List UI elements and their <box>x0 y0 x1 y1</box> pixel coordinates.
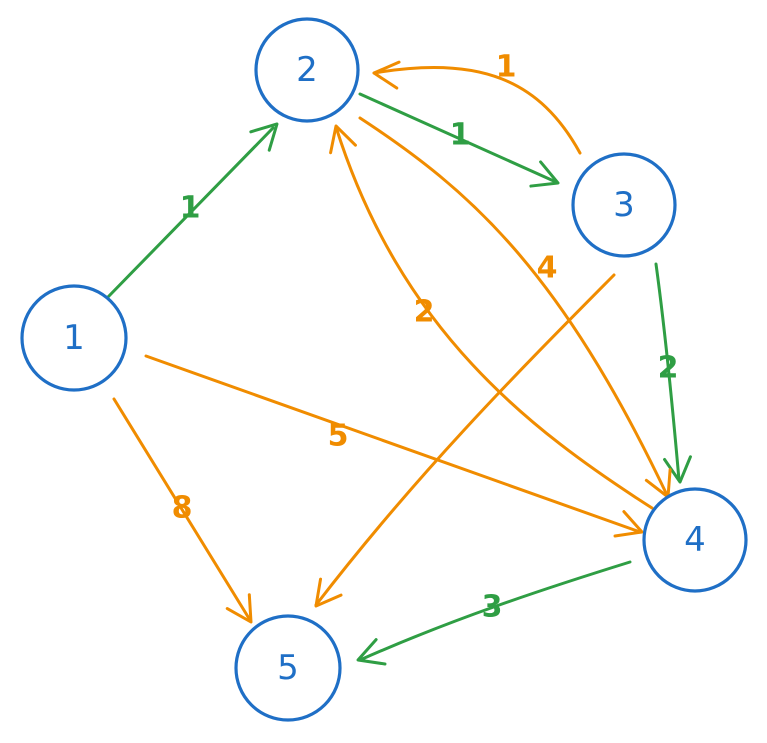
edge-weight-label: 5 <box>328 419 349 454</box>
arrowhead-icon <box>225 593 253 624</box>
arrowhead-icon <box>249 122 279 152</box>
node-circle <box>234 614 342 722</box>
edge-1-to-5 <box>112 397 253 624</box>
edge-weight-label: 1 <box>496 50 517 85</box>
node-label: 1 <box>63 318 85 358</box>
arrowhead-icon <box>314 577 343 608</box>
edge-weight-label: 2 <box>658 351 679 386</box>
edge-weight-label: 3 <box>482 590 503 625</box>
edge-line <box>654 262 681 482</box>
arrowhead-icon <box>356 638 387 666</box>
edge-1-to-2 <box>106 122 279 299</box>
arrowhead-icon <box>372 60 401 90</box>
edge-line <box>358 92 558 184</box>
node-5: 5 <box>234 614 342 722</box>
edge-line <box>358 560 632 662</box>
node-circle <box>571 152 677 258</box>
edge-3-to-5 <box>314 273 616 608</box>
node-2: 2 <box>254 17 360 123</box>
edge-line <box>106 126 275 299</box>
node-4: 4 <box>642 487 748 593</box>
edge-3-to-4 <box>654 262 692 484</box>
node-label: 4 <box>684 520 706 560</box>
arrowhead-icon <box>613 510 644 538</box>
edge-4-to-5 <box>356 560 632 666</box>
edges-layer <box>106 60 692 666</box>
nodes-layer: 1 2 3 4 5 <box>20 17 748 722</box>
edge-weight-label: 8 <box>172 491 193 526</box>
node-1: 1 <box>20 284 128 392</box>
edge-line <box>372 65 582 155</box>
node-label: 3 <box>613 185 635 225</box>
node-label: 5 <box>277 648 299 688</box>
edge-weight-label: 2 <box>414 295 435 330</box>
edge-line <box>112 397 252 622</box>
node-circle <box>20 284 128 392</box>
edge-2-to-3 <box>358 92 560 188</box>
edge-line <box>358 116 669 497</box>
edge-line <box>334 125 654 510</box>
node-circle <box>254 17 360 123</box>
node-circle <box>642 487 748 593</box>
arrowhead-icon <box>663 455 692 484</box>
node-label: 2 <box>296 50 318 90</box>
edge-3-to-2 <box>372 60 582 155</box>
edge-weight-label: 1 <box>180 191 201 226</box>
arrowhead-icon <box>529 160 560 188</box>
edge-weight-label: 1 <box>450 118 471 153</box>
edge-line <box>314 273 616 607</box>
edge-1-to-4 <box>144 354 644 538</box>
edge-4-to-2 <box>329 124 654 510</box>
edge-line <box>144 354 642 534</box>
node-3: 3 <box>571 152 677 258</box>
edge-weight-label: 4 <box>537 251 558 286</box>
arrowhead-icon <box>329 124 357 155</box>
